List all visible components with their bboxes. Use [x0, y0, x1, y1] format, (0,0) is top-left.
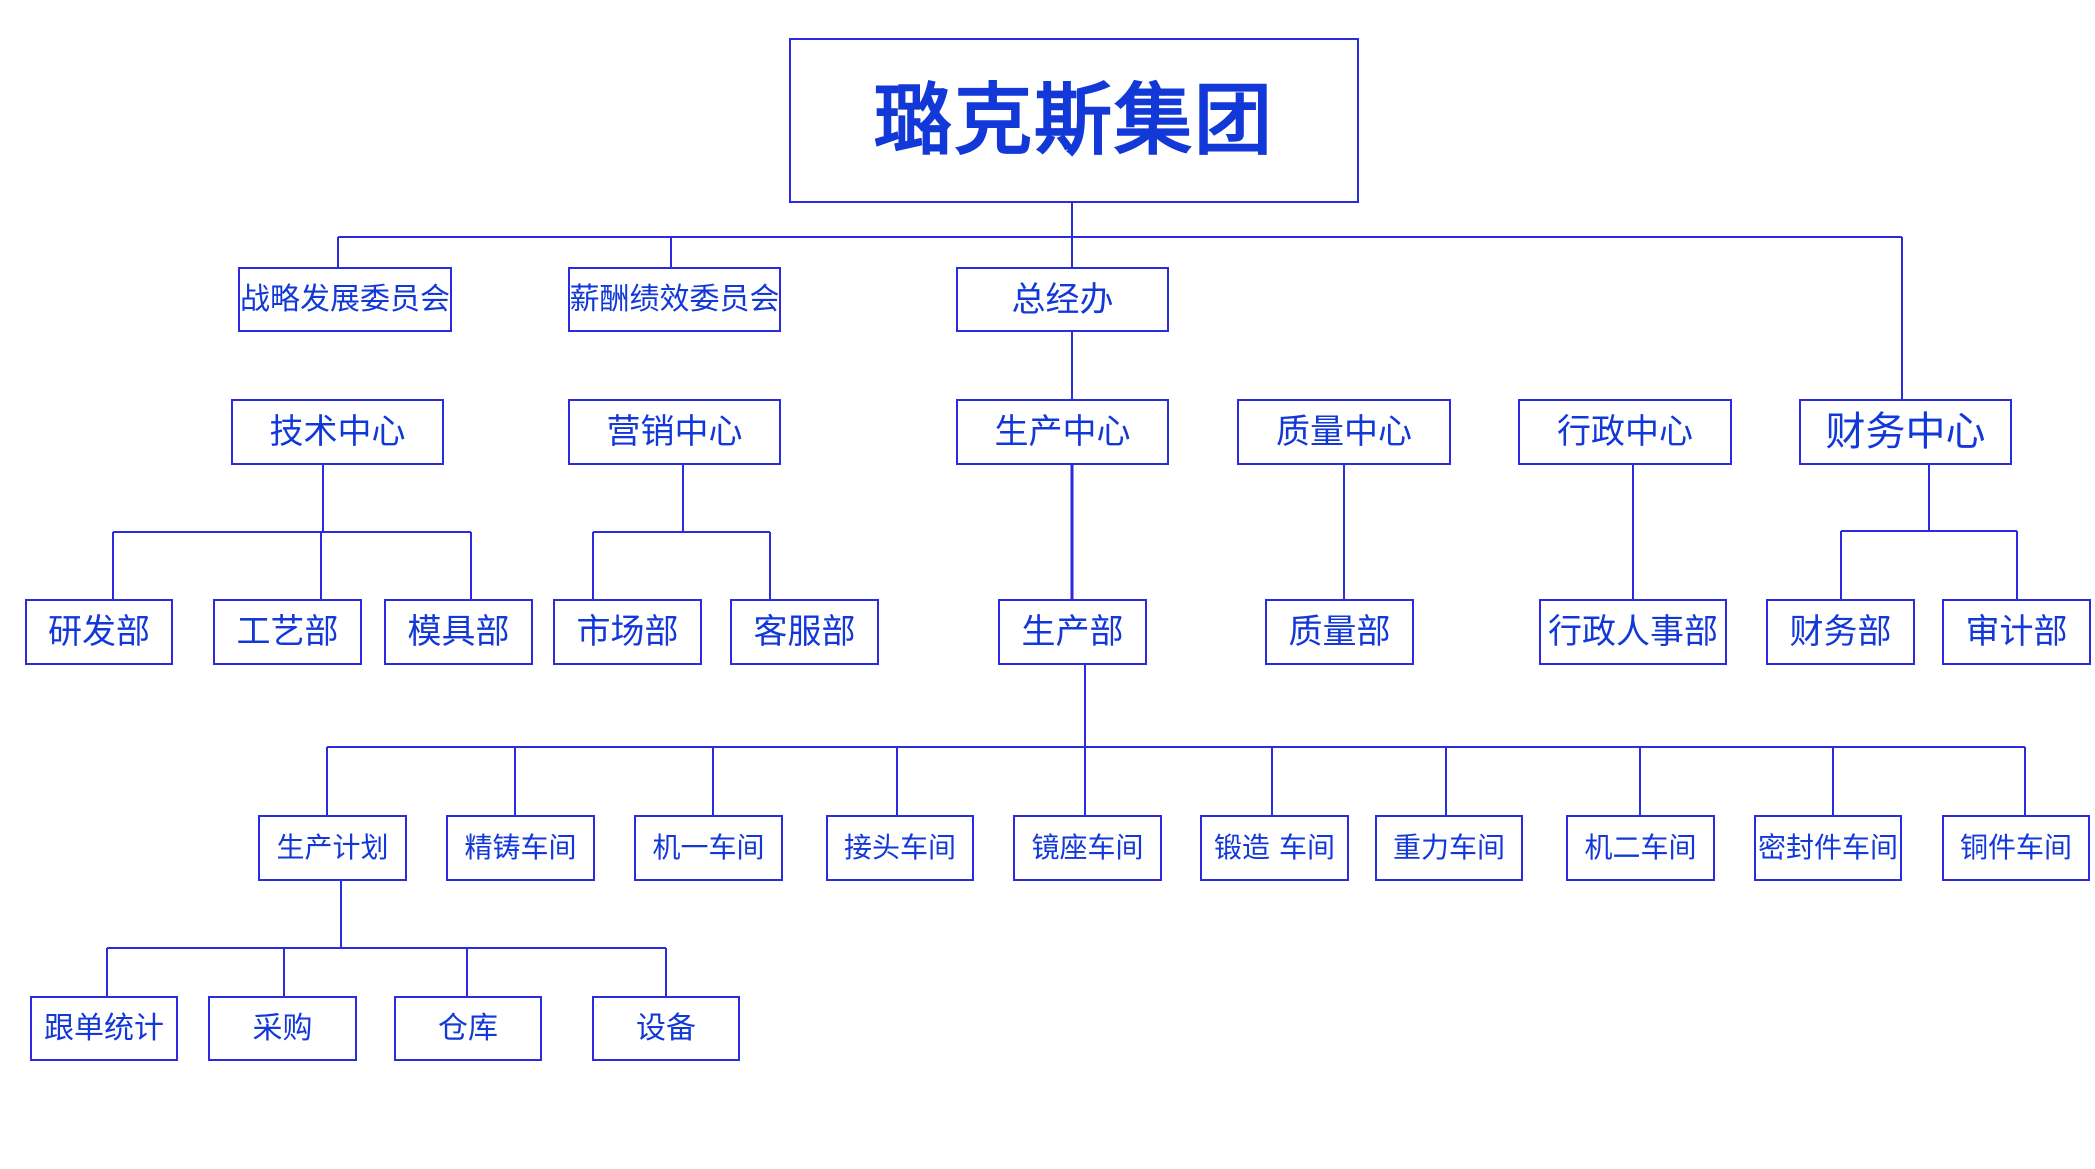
- node-hr-dept: 行政人事部: [1539, 599, 1727, 665]
- node-tech-center: 技术中心: [231, 399, 444, 465]
- node-finance-dept: 财务部: [1766, 599, 1915, 665]
- node-machine1-workshop: 机一车间: [634, 815, 783, 881]
- node-mold-dept: 模具部: [384, 599, 533, 665]
- node-machine2-workshop: 机二车间: [1566, 815, 1715, 881]
- node-production-plan: 生产计划: [258, 815, 407, 881]
- node-warehouse: 仓库: [394, 996, 542, 1061]
- node-copper-workshop: 铜件车间: [1942, 815, 2090, 881]
- node-marketing-center: 营销中心: [568, 399, 781, 465]
- node-strategy-committee: 战略发展委员会: [238, 267, 452, 332]
- node-gm-office: 总经办: [956, 267, 1169, 332]
- node-casting-workshop: 精铸车间: [446, 815, 595, 881]
- node-process-dept: 工艺部: [213, 599, 362, 665]
- node-production-dept: 生产部: [998, 599, 1147, 665]
- node-service-dept: 客服部: [730, 599, 879, 665]
- node-root-group: 璐克斯集团: [789, 38, 1359, 203]
- node-market-dept: 市场部: [553, 599, 702, 665]
- node-rd-dept: 研发部: [25, 599, 173, 665]
- node-compensation-committee: 薪酬绩效委员会: [568, 267, 781, 332]
- node-finance-center: 财务中心: [1799, 399, 2012, 465]
- node-audit-dept: 审计部: [1942, 599, 2091, 665]
- node-seal-workshop: 密封件车间: [1754, 815, 1902, 881]
- node-quality-center: 质量中心: [1237, 399, 1451, 465]
- node-mirror-seat-workshop: 镜座车间: [1013, 815, 1162, 881]
- node-gravity-workshop: 重力车间: [1375, 815, 1523, 881]
- node-joint-workshop: 接头车间: [826, 815, 974, 881]
- node-production-center: 生产中心: [956, 399, 1169, 465]
- node-quality-dept: 质量部: [1265, 599, 1414, 665]
- node-admin-center: 行政中心: [1518, 399, 1732, 465]
- node-follow-up-stats: 跟单统计: [30, 996, 178, 1061]
- node-purchase: 采购: [208, 996, 357, 1061]
- node-equipment: 设备: [592, 996, 740, 1061]
- node-forging-workshop: 锻造 车间: [1200, 815, 1349, 881]
